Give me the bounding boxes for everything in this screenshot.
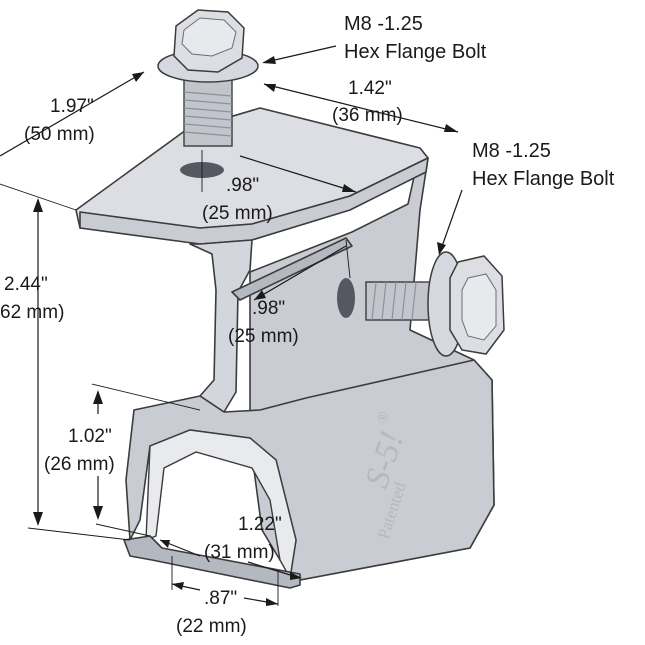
dim-slot-height-imperial: 1.02" xyxy=(68,426,112,447)
clamp-top-plate-front xyxy=(79,157,429,245)
top-bolt xyxy=(157,9,259,147)
dim-top-width-imperial: 1.42" xyxy=(348,78,392,99)
clamp-ledge xyxy=(231,237,353,301)
callout-top-bolt-type: Hex Flange Bolt xyxy=(344,41,487,63)
dim-top-hole-metric: (25 mm) xyxy=(202,203,273,224)
side-bolt xyxy=(365,251,505,357)
clamp-web xyxy=(189,239,253,413)
clamp-body xyxy=(75,107,495,589)
clamp-channel-lip xyxy=(123,535,301,589)
dim-height: 2.44" 62 mm) xyxy=(0,274,64,323)
top-bolt-shank xyxy=(183,79,233,147)
dimension-lines xyxy=(0,45,463,606)
brand-registered: ® xyxy=(374,409,394,426)
callout-side-bolt-size: M8 -1.25 xyxy=(472,140,551,162)
dim-height-imperial: 2.44" xyxy=(4,274,48,295)
dim-top-width-metric: (36 mm) xyxy=(332,105,403,126)
side-bolt-shank xyxy=(365,281,437,321)
dim-depth-imperial: 1.97" xyxy=(50,96,94,117)
dim-depth: 1.97" (50 mm) xyxy=(24,96,95,145)
dim-slot-width-metric: (31 mm) xyxy=(204,542,275,563)
dim-slot-width-imperial: 1.22" xyxy=(238,514,282,535)
callout-side-bolt: M8 -1.25 Hex Flange Bolt xyxy=(472,140,615,190)
dim-top-hole: .98" (25 mm) xyxy=(202,175,273,224)
dim-side-hole: .98" (25 mm) xyxy=(228,298,299,347)
dim-depth-metric: (50 mm) xyxy=(24,124,95,145)
dim-opening-width-metric: (22 mm) xyxy=(176,616,247,637)
dim-slot-height: 1.02" (26 mm) xyxy=(44,426,115,475)
clamp-channel-inner xyxy=(145,429,297,581)
dim-opening-width: .87" (22 mm) xyxy=(176,588,247,637)
dim-side-hole-imperial: .98" xyxy=(252,298,285,319)
dim-opening-width-imperial: .87" xyxy=(204,588,237,609)
dim-top-hole-imperial: .98" xyxy=(226,175,259,196)
dim-height-metric: 62 mm) xyxy=(0,302,64,323)
callout-top-bolt: M8 -1.25 Hex Flange Bolt xyxy=(344,13,487,63)
dim-top-width: 1.42" (36 mm) xyxy=(332,78,403,126)
callout-side-bolt-type: Hex Flange Bolt xyxy=(472,168,615,190)
dim-slot-height-metric: (26 mm) xyxy=(44,454,115,475)
side-bolt-hole xyxy=(337,278,355,318)
dim-side-hole-metric: (25 mm) xyxy=(228,326,299,347)
dim-slot-width: 1.22" (31 mm) xyxy=(204,514,282,563)
callout-top-bolt-size: M8 -1.25 xyxy=(344,13,423,35)
